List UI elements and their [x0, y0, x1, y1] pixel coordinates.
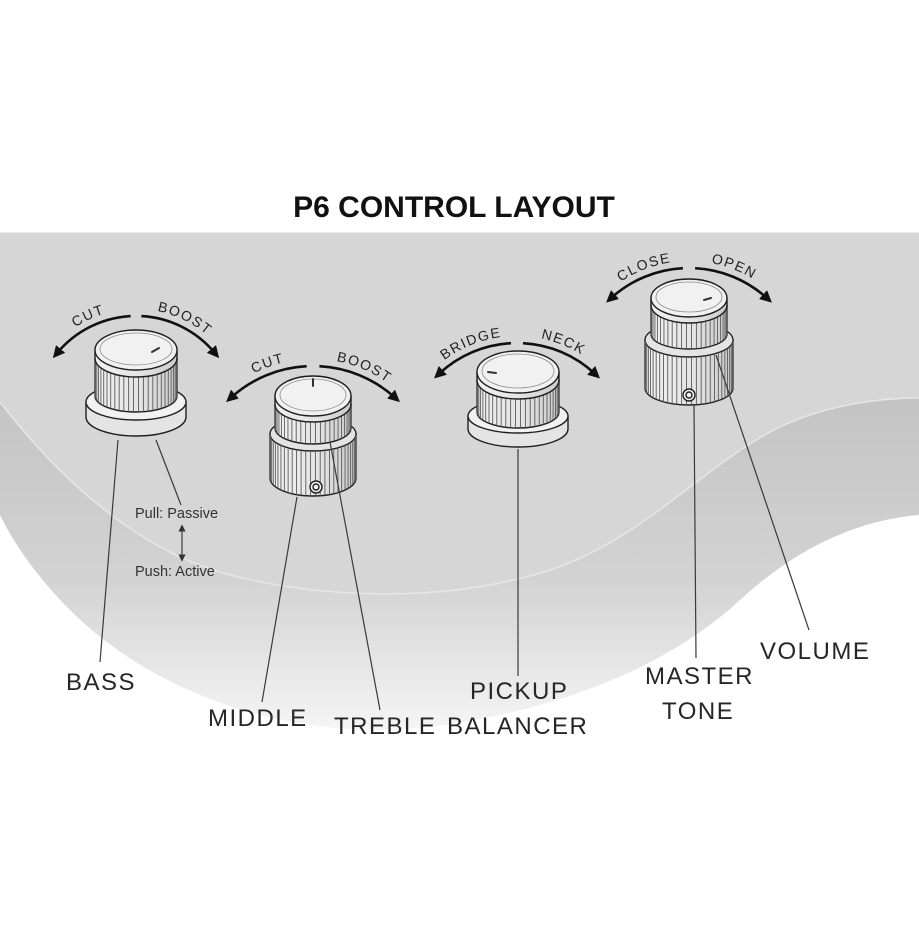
balancer-knob-knurl-edge — [476, 379, 560, 400]
volume-tone-knob — [644, 278, 734, 406]
volume-tone-arrow-right — [695, 266, 772, 303]
bass-knob-knurl-edge — [94, 357, 178, 378]
pull-passive-label: Pull: Passive — [135, 506, 218, 522]
volume-leader — [715, 354, 810, 631]
rotation-arrows — [52, 266, 772, 403]
tone-knob-set-screw — [682, 388, 696, 402]
volume-knob-knurl-edge — [650, 304, 728, 324]
treble-knob-cap — [274, 375, 352, 417]
volume-tone-arrow-left — [606, 266, 683, 303]
treble-leader — [329, 441, 381, 711]
bass-knob-knurling — [94, 359, 178, 412]
volume-knob-indicator — [703, 297, 712, 301]
pickup-label: PICKUP — [470, 678, 568, 705]
middle-knob-set-screw — [309, 480, 323, 494]
bass-knob — [85, 329, 187, 437]
bass-knob-indicator — [151, 347, 160, 353]
volume-label: VOLUME — [760, 638, 870, 665]
pull-push-leader — [155, 439, 182, 506]
treble-knob-knurling — [274, 405, 352, 444]
balancer-knob-indicator — [487, 371, 497, 374]
tone-label: TONE — [662, 698, 734, 725]
bass-label: BASS — [66, 669, 136, 696]
balancer-knob-knurling — [476, 381, 560, 428]
middle-treble-arrow-right — [319, 364, 400, 403]
master-label: MASTER — [645, 663, 754, 690]
tone-knob-set-screw-hole — [685, 391, 693, 399]
page-title: P6 CONTROL LAYOUT — [293, 191, 615, 224]
bass-arrow-right — [141, 314, 220, 359]
control-labels: Pull: Passive Push: Active BASS MIDDLE T… — [66, 506, 870, 740]
volume-knob-cap-face — [655, 281, 723, 313]
treble-knob-knurl-edge — [274, 403, 352, 423]
bass-knob-cap-face — [99, 332, 173, 366]
master-tone-leader — [693, 404, 697, 659]
middle-leader — [261, 496, 298, 703]
pickup-balancer-knob — [467, 350, 569, 448]
bass-leader — [99, 439, 119, 663]
balancer-knob-cap — [476, 350, 560, 394]
balancer-knob-cap-face — [481, 353, 555, 389]
middle-treble-arrow-left — [226, 364, 307, 403]
treble-label: TREBLE — [334, 713, 436, 740]
balancer-arrow-right — [522, 341, 600, 379]
balancer-arrow-left — [434, 341, 512, 379]
leader-lines — [99, 354, 810, 711]
bass-arrow-left — [52, 314, 131, 359]
volume-knob-cap — [650, 278, 728, 318]
volume-knob-knurling — [650, 306, 728, 349]
bass-knob-cap — [94, 329, 178, 371]
balancer-label: BALANCER — [447, 713, 588, 740]
middle-knob-set-screw-hole — [312, 483, 320, 491]
body-edge-highlight — [0, 397, 919, 595]
middle-label: MIDDLE — [208, 705, 308, 732]
push-active-label: Push: Active — [135, 564, 215, 580]
middle-treble-knob — [269, 375, 357, 497]
